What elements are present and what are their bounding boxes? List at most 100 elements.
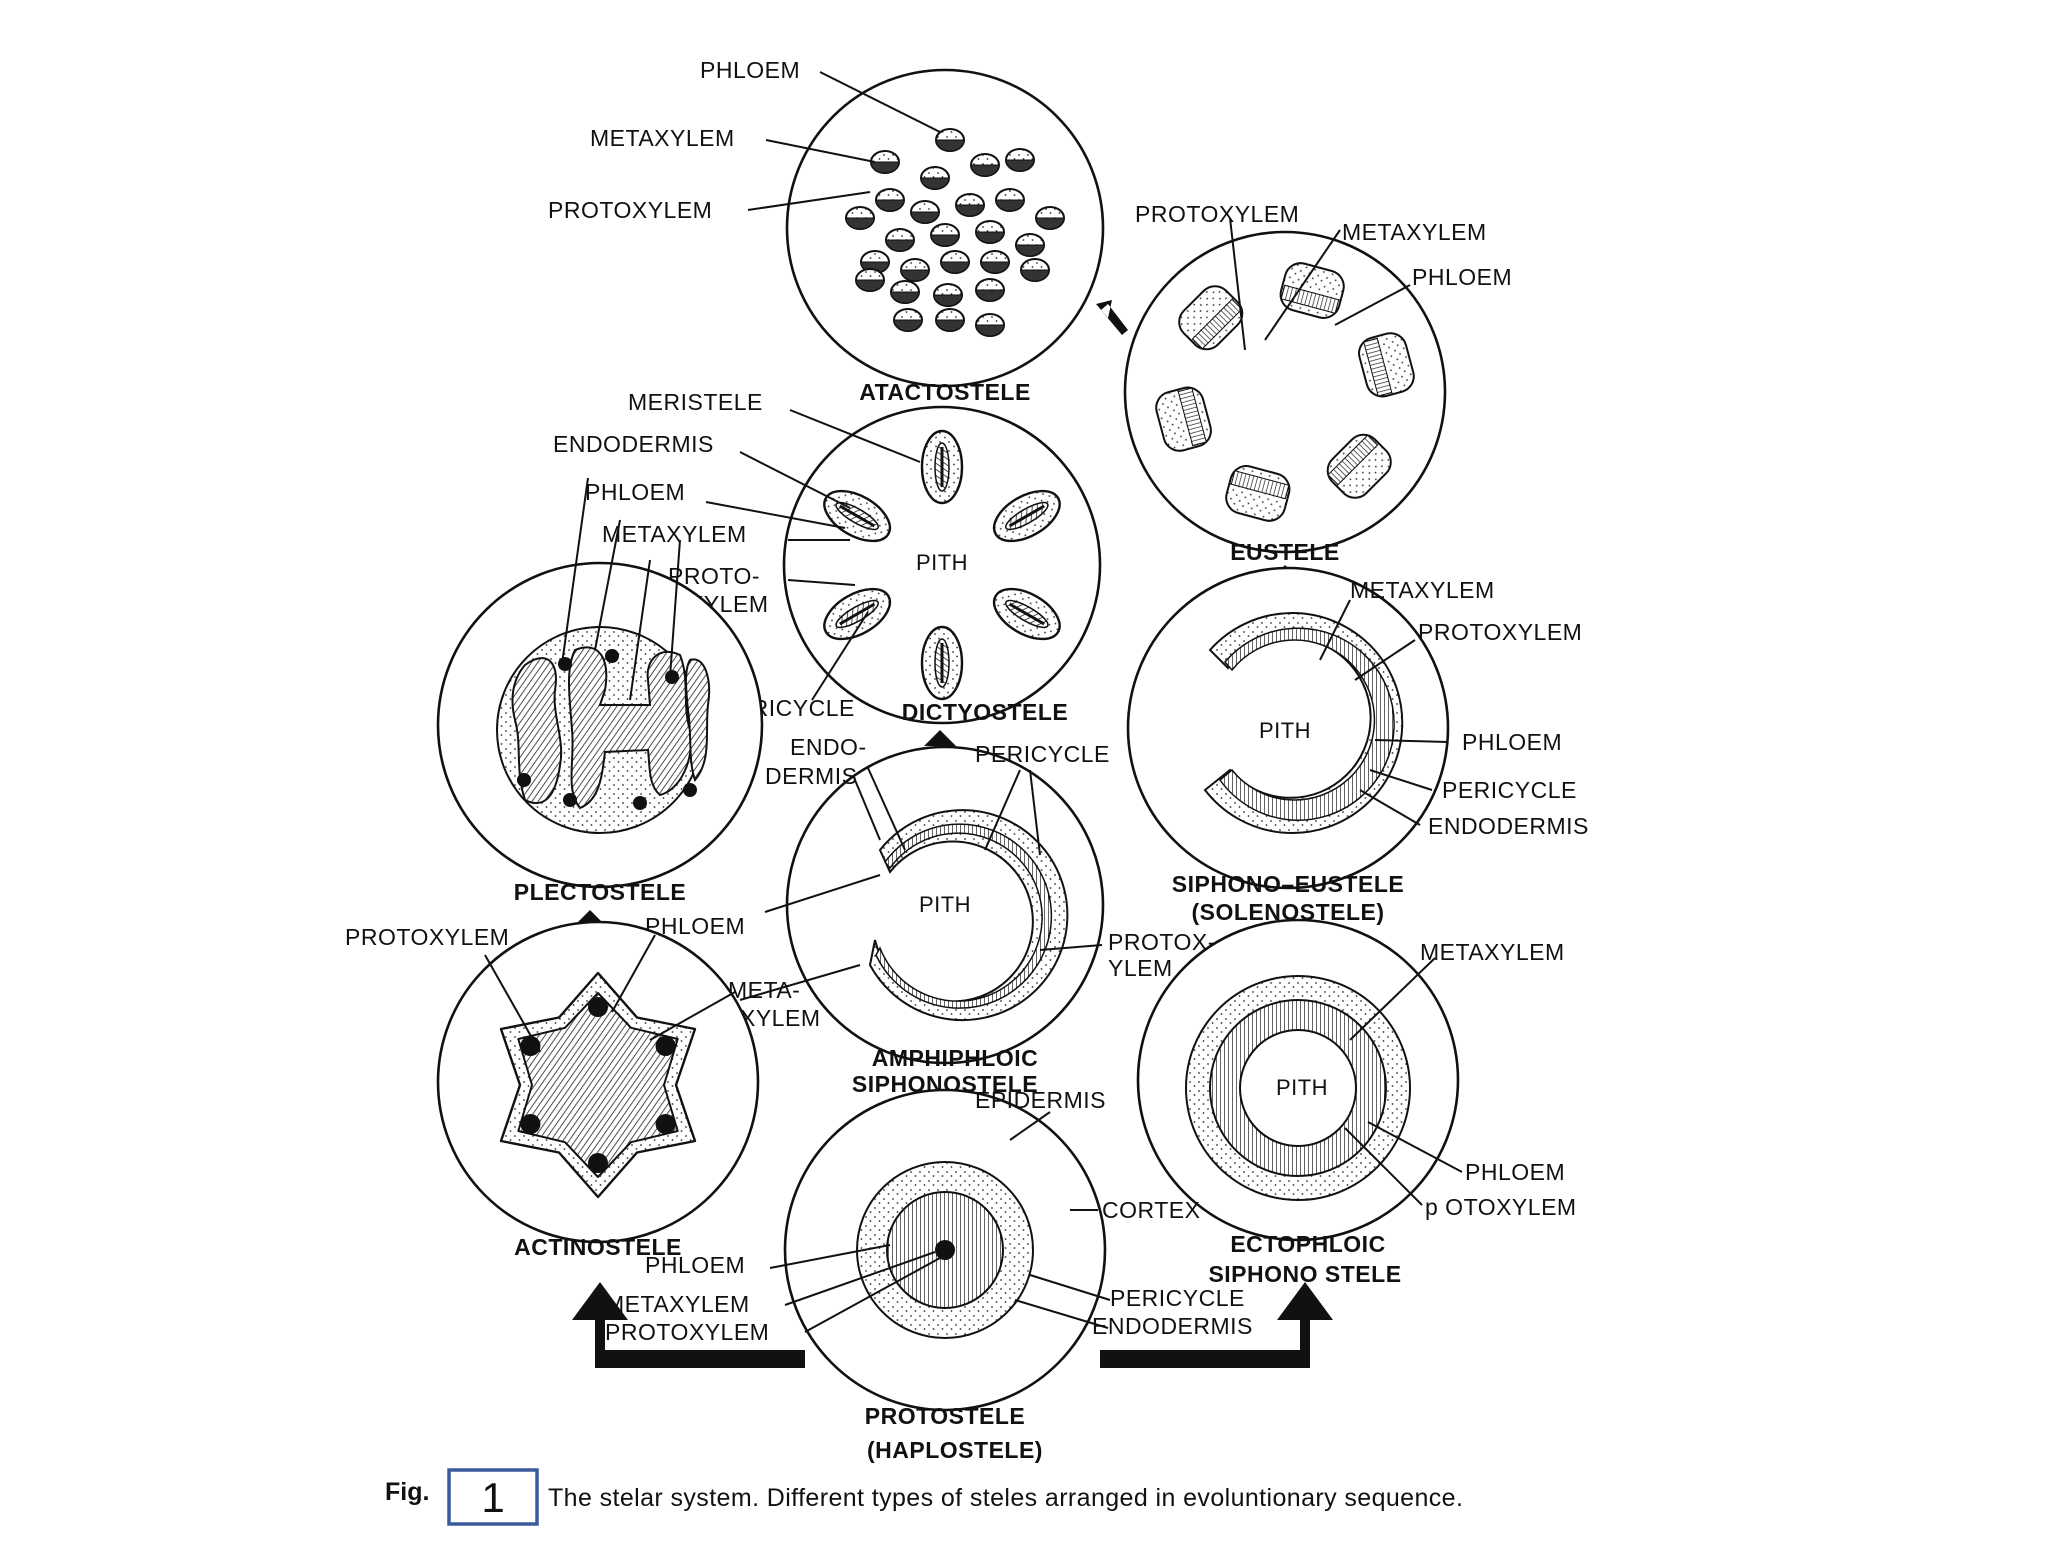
soleno-protoxylem-label: PROTOXYLEM (1418, 619, 1582, 645)
solenostele-xylem-ring (1218, 627, 1395, 821)
ecto-phloem-label: PHLOEM (1465, 1159, 1565, 1185)
atacto-bundle (900, 258, 930, 282)
arrow-protostele-to-ectophloic (1100, 1282, 1333, 1368)
dictyostele-outline (782, 405, 1102, 725)
atacto-phloem-label: PHLOEM (700, 57, 800, 83)
atacto-bundle (885, 228, 915, 252)
amphiphloic-pith-label: PITH (919, 892, 971, 917)
dicty-meristele-label: MERISTELE (628, 389, 763, 415)
soleno-pith-label: PITH (1259, 718, 1311, 743)
figure-caption: Fig. 1 The stelar system. Different type… (385, 1468, 1463, 1526)
proto-pericycle-label: PERICYCLE (1110, 1285, 1245, 1311)
eustele-protoxylem-label: PROTOXYLEM (1135, 201, 1299, 227)
atacto-bundle (935, 308, 965, 332)
actino-protoxylem-point (655, 1036, 676, 1056)
atactostele-bundles (845, 128, 1065, 337)
amphiphloic-xylem-band (875, 823, 1053, 1009)
atacto-bundle (870, 150, 900, 174)
protostele-title-1: PROTOSTELE (865, 1403, 1026, 1429)
eustele-bundle (1326, 433, 1392, 499)
ectophloic-pith (1239, 1029, 1357, 1147)
soleno-phloem-label: PHLOEM (1462, 729, 1562, 755)
eustele-bundle (1279, 262, 1345, 319)
ecto-protoxylem-label: p OTOXYLEM (1425, 1194, 1577, 1220)
amphi-endo-label-1: ENDO- (790, 734, 867, 760)
atacto-bundle (875, 188, 905, 212)
dictyostele-meristeles (823, 429, 1061, 701)
atacto-bundle (935, 128, 965, 152)
atacto-bundle (920, 166, 950, 190)
dicty-metaxylem-label: METAXYLEM (602, 521, 747, 547)
actino-protoxylem-point (655, 1114, 676, 1134)
eustele-bundle (1178, 285, 1244, 351)
atacto-bundle (1015, 233, 1045, 257)
caption-fig-prefix: Fig. (385, 1478, 429, 1506)
proto-metaxylem-label: METAXYLEM (605, 1291, 750, 1317)
ecto-metaxylem-label: METAXYLEM (1420, 939, 1565, 965)
proto-endodermis-label: ENDODERMIS (1092, 1313, 1253, 1339)
amphi-endo-label-2: DERMIS (765, 763, 857, 789)
eustele-bundles (1155, 262, 1415, 522)
atacto-bundle (980, 250, 1010, 274)
actinostele-title: ACTINOSTELE (514, 1234, 682, 1260)
arrow-amphiphloic-to-dictyostele (924, 730, 956, 758)
atacto-bundle (1035, 206, 1065, 230)
meristele (823, 587, 892, 641)
arrow-eustele-to-atactostele (1096, 300, 1128, 335)
soleno-endodermis-label: ENDODERMIS (1428, 813, 1589, 839)
atacto-metaxylem-label: METAXYLEM (590, 125, 735, 151)
solenostele: PITH METAXYLEM PROTOXYLEM PHLOEM PERICYC… (1126, 566, 1589, 925)
amphi-meta-label-1: META- (728, 977, 800, 1003)
eustele-bundle (1155, 386, 1212, 452)
actino-protoxylem-point (520, 1036, 541, 1056)
atacto-bundle (1005, 148, 1035, 172)
soleno-pericycle-label: PERICYCLE (1442, 777, 1577, 803)
meristele (992, 489, 1061, 543)
actino-protoxylem-point (588, 997, 608, 1017)
actino-xylem-star (517, 992, 679, 1178)
figure-number-box (447, 1468, 539, 1526)
protostele-protoxylem (935, 1240, 955, 1260)
arrow-protostele-to-actinostele (572, 1282, 805, 1368)
actino-protoxylem-label: PROTOXYLEM (345, 924, 509, 950)
meristele (920, 429, 964, 505)
atacto-bundle (995, 188, 1025, 212)
atacto-protoxylem-label: PROTOXYLEM (548, 197, 712, 223)
caption-text: The stelar system. Different types of st… (548, 1484, 1463, 1512)
actinostele-star (499, 971, 697, 1199)
plectostele-title: PLECTOSTELE (514, 879, 687, 905)
actinostele: PROTOXYLEM ACTINOSTELE (345, 920, 760, 1260)
ectophloic-siphonostele: PITH METAXYLEM PHLOEM p OTOXYLEM ECTOPHL… (1136, 918, 1577, 1287)
dictyostele-title: DICTYOSTELE (902, 699, 1069, 725)
amphiphloic-band (868, 809, 1069, 1022)
solenostele-title-1: SIPHONO–EUSTELE (1172, 871, 1404, 897)
dictyostele: PITH MERISTELE ENDODERMIS PHLOEM METAXYL… (553, 389, 1102, 725)
proto-epidermis-label: EPIDERMIS (975, 1087, 1106, 1113)
dicty-endodermis-label: ENDODERMIS (553, 431, 714, 457)
plectostele: PLECTOSTELE (436, 477, 764, 905)
protostele: EPIDERMIS CORTEX PHLOEM METAXYLEM PROTOX… (605, 1087, 1253, 1463)
proto-phloem-label: PHLOEM (645, 1252, 745, 1278)
actino-protoxylem-point (588, 1153, 608, 1173)
atacto-bundle (940, 250, 970, 274)
atacto-bundle (933, 283, 963, 307)
eustele-phloem-label: PHLOEM (1412, 264, 1512, 290)
amphi-protox-label-1: PROTOX- (1108, 929, 1216, 955)
atacto-bundle (845, 206, 875, 230)
atacto-bundle (890, 280, 920, 304)
ecto-pith-label: PITH (1276, 1075, 1328, 1100)
eustele: PROTOXYLEM METAXYLEM PHLOEM EUSTELE (1123, 201, 1512, 565)
atacto-bundle (910, 200, 940, 224)
amphi-pericycle-label: PERICYCLE (975, 741, 1110, 767)
atacto-bundle (1020, 258, 1050, 282)
soleno-metaxylem-label: METAXYLEM (1350, 577, 1495, 603)
atacto-bundle (930, 223, 960, 247)
proto-protoxylem-label: PROTOXYLEM (605, 1319, 769, 1345)
actino-protoxylem-point (520, 1114, 541, 1134)
atacto-bundle (855, 268, 885, 292)
atacto-bundle (975, 220, 1005, 244)
eustele-bundle (1358, 332, 1415, 398)
dicty-phloem-label: PHLOEM (585, 479, 685, 505)
meristele (920, 625, 964, 701)
